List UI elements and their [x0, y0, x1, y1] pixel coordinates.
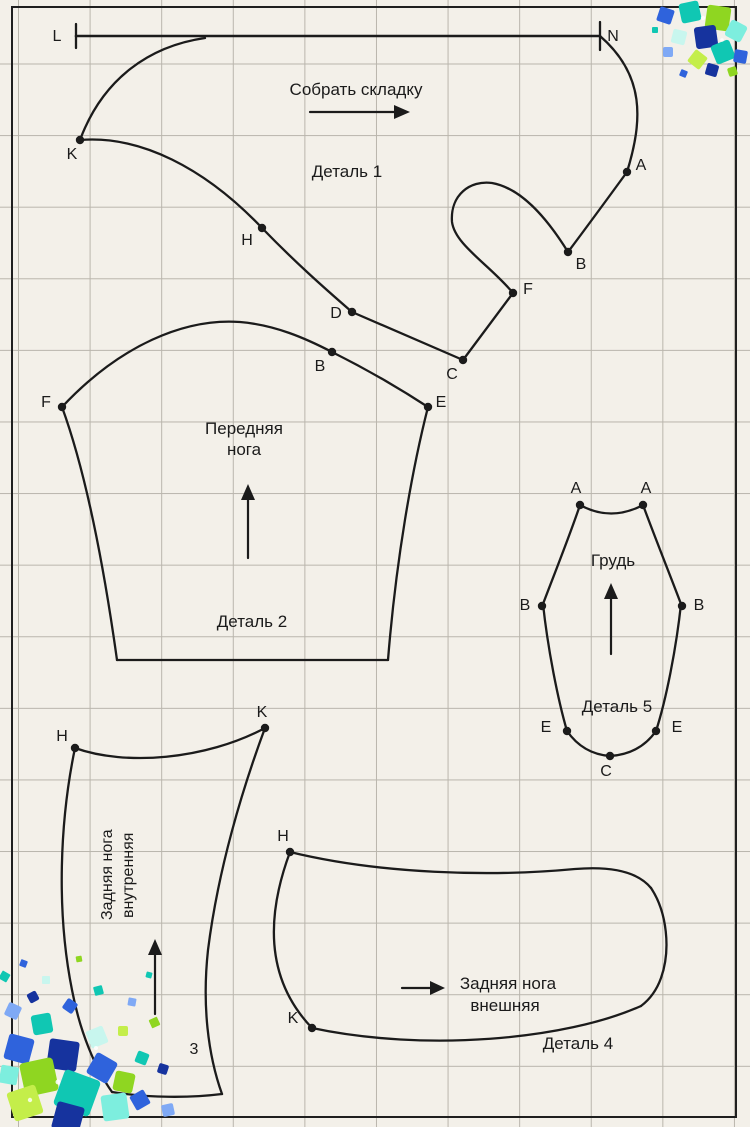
- detail2-grain-arrow-head: [241, 484, 255, 500]
- back-leg-inner-label-line2: внутренняя: [120, 832, 137, 918]
- chest-label: Грудь: [590, 551, 636, 571]
- gather-instruction-label: Собрать складку: [289, 80, 423, 100]
- point-label-B2: B: [314, 358, 326, 375]
- point-label-E5L: E: [540, 719, 552, 736]
- detail1-left-curve: [78, 36, 207, 142]
- detail-2-outline: [60, 320, 430, 662]
- detail-4-label: Деталь 4: [542, 1034, 614, 1054]
- dot-E5L: [562, 726, 572, 736]
- detail3-right-edge: [204, 726, 267, 1096]
- detail4-right-edge: [639, 886, 668, 1008]
- detail1-A-N-curve: [598, 34, 639, 174]
- dot-A1: [622, 167, 632, 177]
- dot-K3: [260, 723, 270, 733]
- detail5-top-dip: [578, 503, 645, 515]
- front-leg-label-line2: нога: [226, 440, 262, 460]
- point-label-B1: B: [575, 256, 587, 273]
- dot-D1: [347, 307, 357, 317]
- point-label-H1: H: [241, 232, 253, 249]
- dot-B1: [563, 247, 573, 257]
- detail-1-label: Деталь 1: [311, 162, 383, 182]
- dot-B2: [327, 347, 337, 357]
- dot-C1: [458, 355, 468, 365]
- detail2-top-arc: [60, 320, 430, 409]
- sheet-border-frame: [11, 6, 737, 1118]
- detail5-left-lower: [541, 602, 569, 733]
- detail4-top-edge: [288, 850, 653, 890]
- point-label-B5R: B: [693, 597, 705, 614]
- dot-B5R: [677, 601, 687, 611]
- point-label-F2: F: [41, 394, 51, 411]
- dot-E5R: [651, 726, 661, 736]
- detail4-bottom-edge: [310, 1004, 643, 1042]
- detail4-pointer-arrow-head: [430, 981, 445, 995]
- point-label-A5R: A: [640, 480, 652, 497]
- pattern-point-dots: [57, 135, 687, 1033]
- back-leg-outer-label-line2: внешняя: [470, 996, 540, 1016]
- point-label-B5L: B: [519, 597, 531, 614]
- dot-H3: [70, 743, 80, 753]
- dot-A5L: [575, 500, 585, 510]
- dot-H1: [257, 223, 267, 233]
- dot-H4: [285, 847, 295, 857]
- dot-A5R: [638, 500, 648, 510]
- point-label-H3: H: [56, 728, 68, 745]
- detail-5-outline: [541, 503, 683, 758]
- detail5-right-lower: [654, 602, 683, 733]
- point-label-A1: A: [635, 157, 647, 174]
- detail2-left-edge: [60, 405, 119, 662]
- point-label-K3: K: [256, 704, 268, 721]
- detail5-bottom-right: [608, 729, 658, 758]
- dot-F2: [57, 402, 67, 412]
- point-label-E5R: E: [671, 719, 683, 736]
- detail1-K-H-D-curve: [78, 138, 354, 314]
- detail-2-label: Деталь 2: [216, 612, 288, 632]
- dot-F1: [508, 288, 518, 298]
- dot-K1: [75, 135, 85, 145]
- detail-5-label: Деталь 5: [581, 697, 653, 717]
- point-label-C5: C: [600, 763, 612, 780]
- back-leg-inner-label-line1: Задняя нога: [99, 829, 116, 921]
- detail2-right-edge: [386, 405, 430, 662]
- detail5-grain-arrow-head: [604, 583, 618, 599]
- dot-E2: [423, 402, 433, 412]
- back-leg-inner-label: Задняя нога внутренняя: [97, 790, 139, 960]
- gems-decoration-top-right-icon: [652, 0, 748, 78]
- detail5-left-upper: [541, 503, 582, 606]
- point-label-E2: E: [435, 394, 447, 411]
- detail1-C-F-line: [461, 291, 515, 362]
- dot-C5: [605, 751, 615, 761]
- dot-K4: [307, 1023, 317, 1033]
- detail1-F-B-hook-curve: [450, 181, 570, 295]
- detail3-top-curve: [73, 726, 267, 760]
- detail5-right-upper: [641, 503, 683, 606]
- direction-arrows: [148, 105, 618, 1016]
- point-label-A5L: A: [570, 480, 582, 497]
- dot-B5L: [537, 601, 547, 611]
- detail5-bottom-left: [565, 729, 612, 758]
- gather-fold-arrow-head: [394, 105, 410, 119]
- point-label-K1: K: [66, 146, 78, 163]
- detail-1-outline: [74, 20, 639, 362]
- back-leg-outer-label-line1: Задняя нога: [459, 974, 557, 994]
- point-label-D1: D: [330, 305, 342, 322]
- point-label-C1: C: [446, 366, 458, 383]
- detail4-left-edge: [272, 850, 314, 1030]
- detail3-grain-arrow-head: [148, 939, 162, 955]
- detail1-B-A-line: [566, 170, 629, 254]
- size-number-label: 3: [189, 1040, 199, 1058]
- point-label-H4: H: [277, 828, 289, 845]
- detail-4-outline: [272, 850, 668, 1042]
- point-label-L: L: [52, 28, 62, 45]
- point-label-K4: K: [287, 1010, 299, 1027]
- point-label-N: N: [607, 28, 619, 45]
- gems-decoration-bottom-left-icon: [0, 955, 175, 1127]
- front-leg-label-line1: Передняя: [205, 419, 283, 439]
- point-label-F1: F: [523, 281, 533, 298]
- detail1-D-C-line: [350, 310, 465, 362]
